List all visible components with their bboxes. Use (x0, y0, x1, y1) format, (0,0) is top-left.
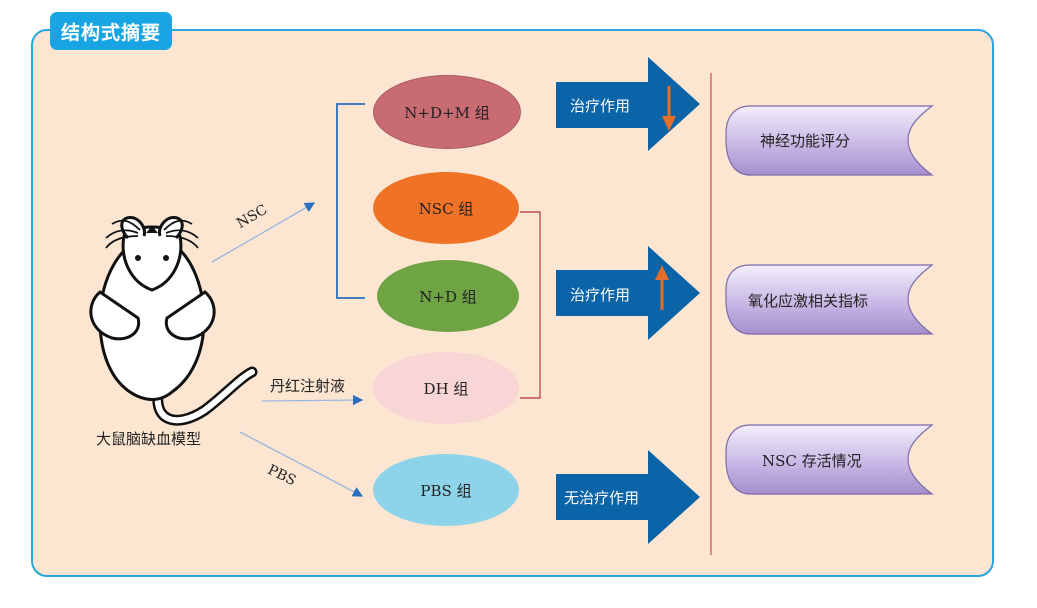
group-dh: DH 组 (373, 352, 519, 424)
group-nsc: NSC 组 (373, 172, 519, 244)
no-therapy-arrow (556, 450, 700, 544)
group-pbs: PBS 组 (373, 454, 519, 526)
group-nd-label: N+D 组 (419, 287, 477, 306)
no-therapy-effect-label: 无治疗作用 (564, 489, 640, 507)
decrease-arrow-icon (662, 86, 676, 131)
combo-group-bracket (520, 211, 541, 399)
outcome-scroll-oxidative (725, 264, 934, 335)
increase-arrow-icon (655, 265, 669, 310)
dh-path-label: 丹红注射液 (270, 377, 346, 395)
outcome-scroll-neuro (725, 105, 934, 176)
rat-model-label: 大鼠脑缺血模型 (96, 430, 202, 448)
therapy-arrow-top (556, 57, 700, 151)
group-nd: N+D 组 (377, 260, 519, 332)
group-dh-label: DH 组 (423, 379, 469, 398)
group-pbs-label: PBS 组 (420, 481, 472, 500)
group-ndm: N+D+M 组 (373, 75, 521, 149)
outcome-neuro-label: 神经功能评分 (760, 132, 851, 150)
nsc-group-bracket (336, 103, 365, 299)
abstract-title-tab: 结构式摘要 (50, 12, 172, 50)
therapy-effect-top-label: 治疗作用 (570, 97, 631, 115)
nsc-path-line (211, 202, 316, 263)
rat-icon (89, 216, 258, 426)
outcome-survival-label: NSC 存活情况 (762, 452, 862, 470)
outcome-oxidative-label: 氧化应激相关指标 (748, 292, 869, 310)
group-ndm-label: N+D+M 组 (404, 103, 490, 122)
therapy-effect-middle-label: 治疗作用 (570, 286, 631, 304)
outcome-scroll-survival (725, 424, 934, 495)
dh-path-line (261, 394, 364, 406)
group-nsc-label: NSC 组 (418, 199, 474, 218)
pbs-path-line (239, 431, 364, 497)
